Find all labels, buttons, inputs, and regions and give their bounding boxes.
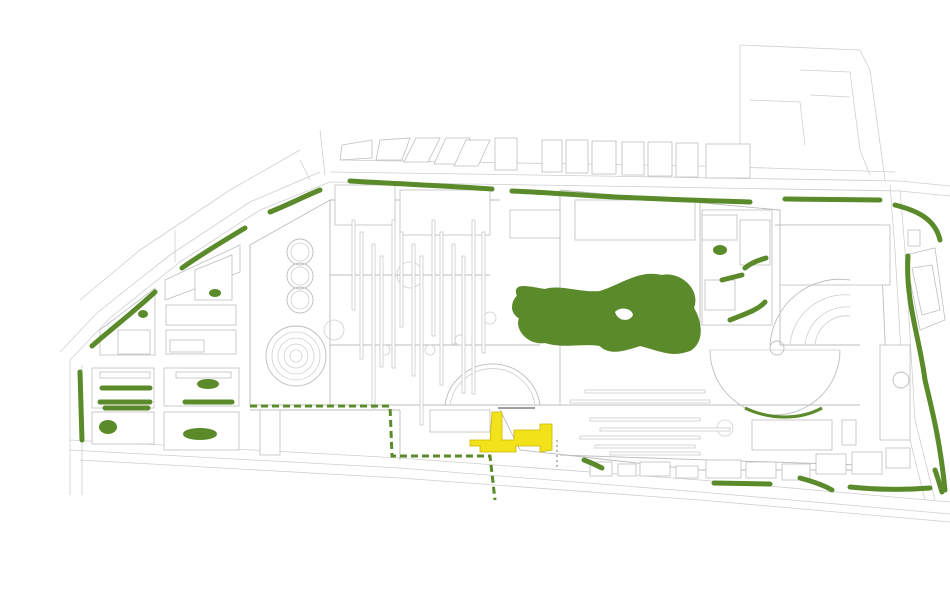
- central-park-woodland: [512, 273, 701, 354]
- canopy-strip: [461, 255, 466, 394]
- canopy-strip: [351, 219, 356, 311]
- circular-structures: [265, 238, 910, 437]
- vegetation: [77, 178, 948, 501]
- canopy-strip: [431, 219, 436, 337]
- bottom-row-buildings: [429, 409, 911, 481]
- top-row-buildings: [339, 137, 751, 179]
- canopy-strip: [609, 451, 701, 456]
- canopy-strip: [471, 219, 476, 395]
- canopy-strip: [594, 444, 696, 449]
- canopy-strip: [599, 427, 731, 432]
- canopy-strip: [439, 231, 444, 386]
- right-side-buildings: [701, 214, 946, 331]
- canopy-strip: [411, 243, 416, 377]
- campus-outlines: [249, 184, 911, 471]
- canopy-strip: [419, 255, 424, 426]
- canopy-strip: [379, 255, 384, 368]
- highlighted-building[interactable]: [469, 411, 553, 453]
- canopy-strip: [451, 243, 456, 345]
- canopy-strip: [391, 219, 396, 369]
- left-city-blocks: [91, 244, 281, 456]
- canopy-strip: [589, 417, 701, 422]
- linear-canopy-strips: [351, 219, 731, 456]
- entrance-markers: [498, 407, 558, 470]
- canopy-strip: [359, 231, 364, 360]
- canopy-strip: [371, 243, 376, 409]
- canopy-strip: [579, 435, 701, 440]
- road-network: [59, 44, 950, 523]
- canopy-strip: [569, 399, 711, 404]
- canopy-strip: [481, 231, 486, 354]
- highlighted-building-shape[interactable]: [469, 411, 553, 453]
- canopy-strip: [399, 231, 404, 328]
- canopy-strip: [584, 389, 706, 394]
